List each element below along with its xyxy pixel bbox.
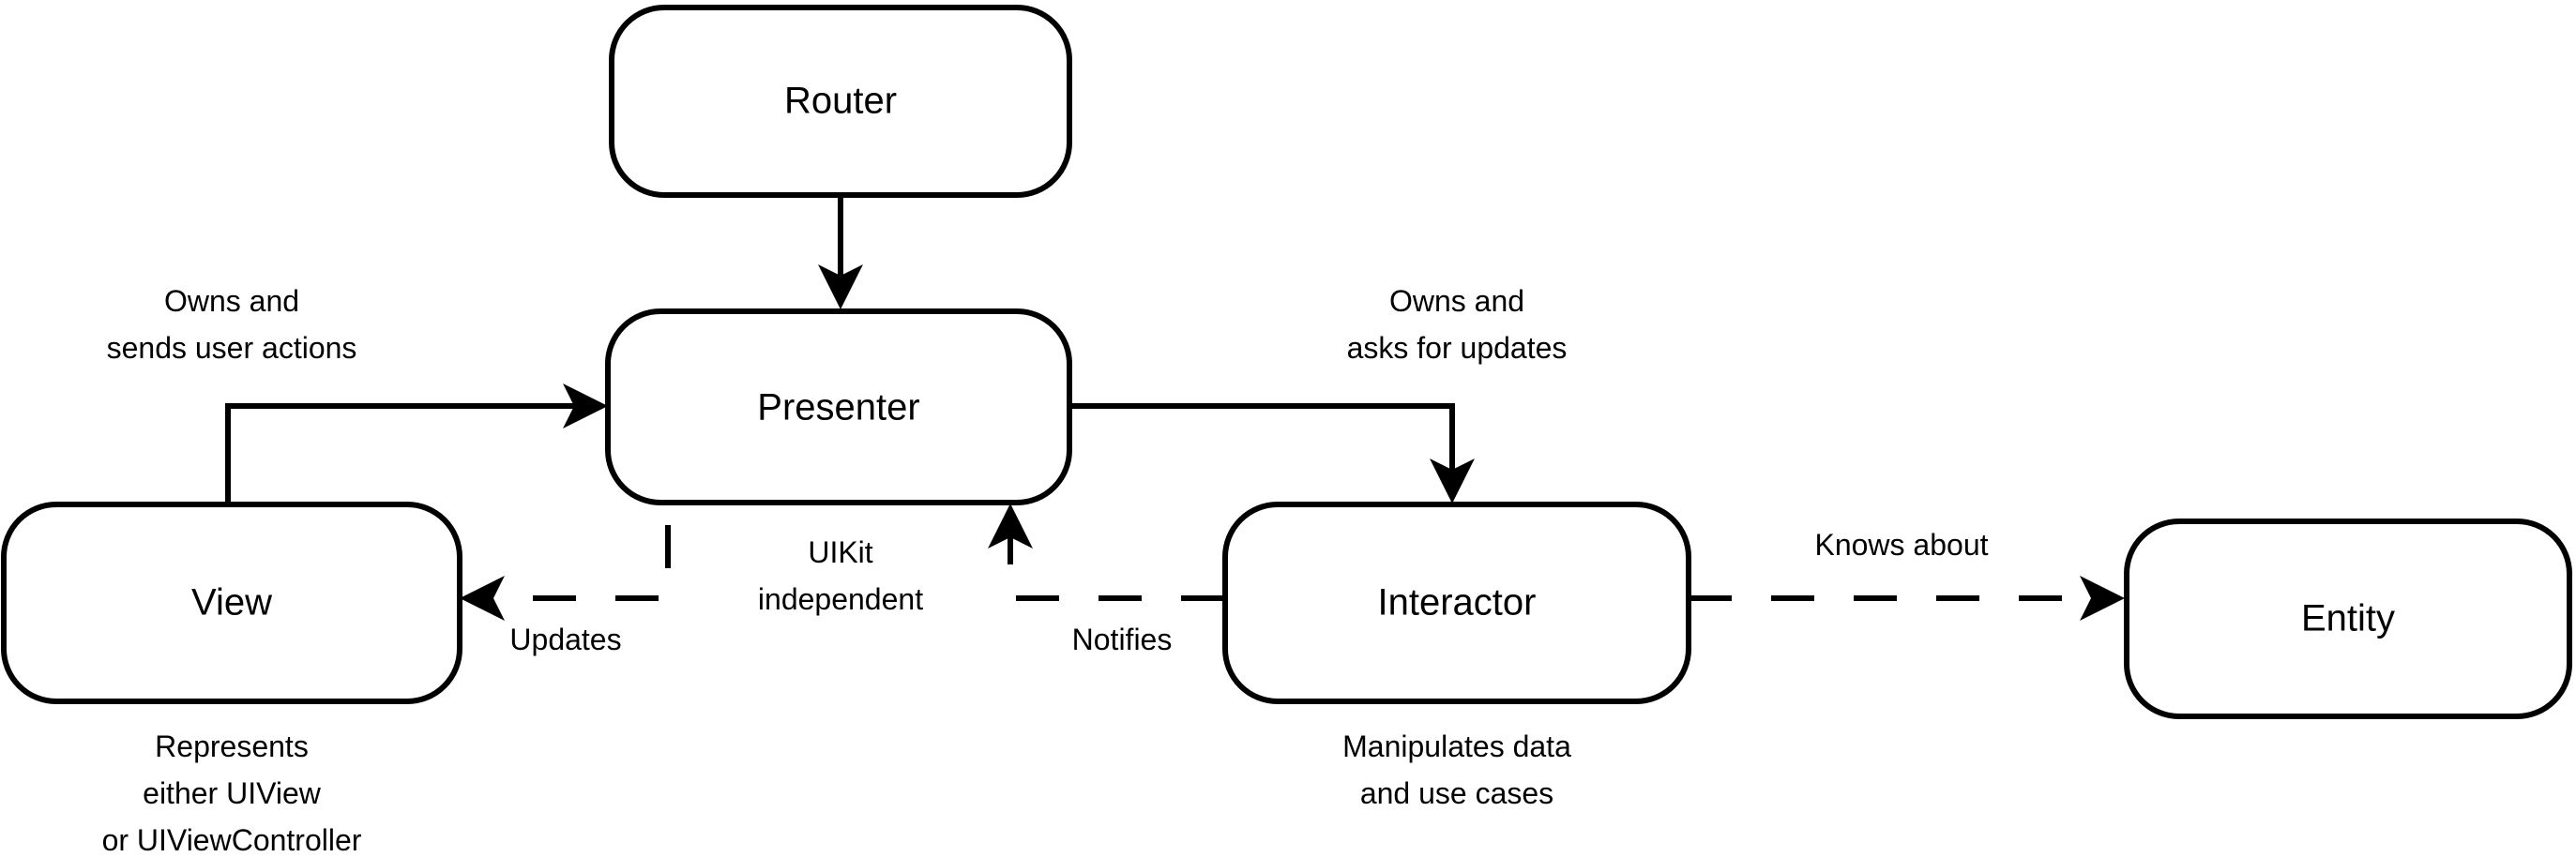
edge-label-owns-and-right: Owns and (1389, 284, 1524, 318)
node-entity-label: Entity (2301, 598, 2395, 639)
edge-view-to-presenter (225, 383, 608, 504)
edge-label-notifies: Notifies (1072, 623, 1173, 656)
node-router-label: Router (784, 81, 897, 122)
node-entity-shape[interactable] (2124, 519, 2572, 719)
node-view-shape[interactable] (1, 502, 462, 704)
arrowhead-left-view (460, 576, 505, 621)
edge-router-to-presenter (818, 195, 863, 309)
node-interactor-label: Interactor (1378, 582, 1537, 624)
node-presenter-label: Presenter (757, 387, 919, 428)
node-view[interactable]: View (1, 502, 462, 704)
node-view-label: View (191, 582, 272, 624)
edge-updates-line (477, 525, 671, 601)
node-interactor[interactable]: Interactor (1222, 502, 1691, 704)
annotation-uikit-line2: independent (758, 582, 923, 616)
node-interactor-shape[interactable] (1222, 502, 1691, 704)
arrowhead-down-interactor (1430, 459, 1475, 504)
annotation-interactor-caption: Manipulates data and use cases (1342, 729, 1571, 810)
node-entity[interactable]: Entity (2124, 519, 2572, 719)
edge-label-owns-and-left: Owns and (164, 284, 299, 318)
edge-presenter-to-view-updates (460, 525, 671, 621)
arrowhead-right-entity (2080, 576, 2125, 621)
node-presenter-shape[interactable] (605, 308, 1072, 505)
edge-presenter-to-interactor (1069, 403, 1475, 504)
node-router-shape[interactable] (609, 5, 1072, 198)
arrowhead-down-presenter (818, 264, 863, 309)
node-presenter[interactable]: Presenter (605, 308, 1072, 505)
edge-interactor-to-presenter-notifies (988, 504, 1224, 601)
arrowhead-up-presenter (988, 504, 1033, 549)
edge-label-knows-about: Knows about (1814, 528, 1988, 562)
annotation-view-caption-line1: Represents (155, 729, 309, 763)
edge-label-owns-sends-user-actions: Owns and sends user actions (107, 284, 357, 365)
annotation-uikit-line1: UIKit (808, 535, 872, 569)
annotation-view-caption-line2: either UIView (143, 776, 322, 810)
edge-label-asks-for-updates: asks for updates (1347, 331, 1568, 365)
edge-label-sends-user-actions: sends user actions (107, 331, 357, 365)
edge-label-updates: Updates (509, 623, 621, 656)
annotation-uikit-independent: UIKit independent (758, 535, 923, 616)
edge-view-to-presenter-line (225, 403, 593, 504)
arrowhead-right-presenter (563, 383, 608, 428)
node-router[interactable]: Router (609, 5, 1072, 198)
edge-presenter-to-interactor-line (1069, 403, 1455, 486)
annotation-interactor-caption-line2: and use cases (1360, 776, 1553, 810)
edge-interactor-to-entity (1689, 576, 2125, 621)
edge-label-owns-asks-for-updates: Owns and asks for updates (1347, 284, 1568, 365)
annotation-view-caption: Represents either UIView or UIViewContro… (102, 729, 362, 857)
edge-notifies-line (1008, 525, 1224, 601)
annotation-interactor-caption-line1: Manipulates data (1342, 729, 1571, 763)
annotation-view-caption-line3: or UIViewController (102, 823, 362, 857)
